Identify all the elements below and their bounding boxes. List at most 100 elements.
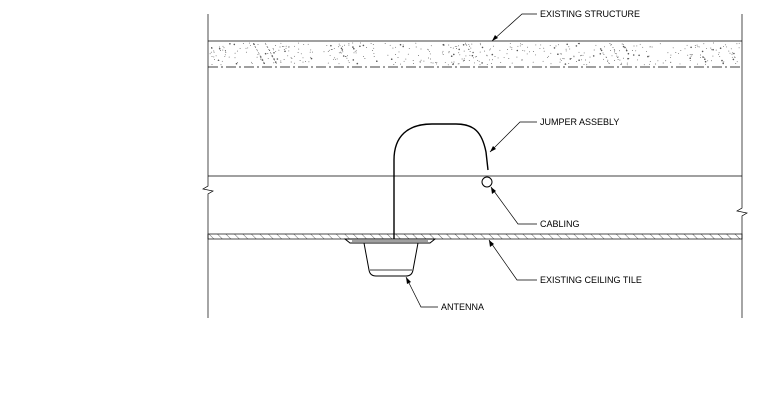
speckle-dot	[299, 60, 301, 61]
speckle-dot	[279, 46, 281, 48]
speckle-dot	[468, 49, 470, 50]
speckle-dot	[547, 56, 549, 58]
speckle-dot	[508, 58, 510, 59]
speckle-dot	[559, 58, 561, 60]
speckle-dot	[366, 47, 368, 48]
speckle-dot	[469, 51, 471, 52]
speckle-dot	[272, 48, 274, 50]
right-boundary-line	[736, 14, 748, 318]
speckle-dot	[370, 43, 372, 45]
speckle-dot	[347, 60, 349, 62]
speckle-dot	[213, 56, 215, 58]
speckle-dot	[667, 52, 669, 54]
speckle-dot	[412, 60, 414, 61]
speckle-dot	[602, 52, 604, 54]
speckle-dot	[257, 53, 259, 55]
speckle-dot	[239, 48, 241, 50]
speckle-dot	[606, 56, 608, 58]
speckle-dot	[473, 57, 475, 59]
speckle-dot	[731, 52, 733, 54]
speckle-dot	[355, 50, 357, 52]
speckle-dot	[442, 54, 444, 55]
speckle-dot	[577, 43, 579, 45]
speckle-dot	[326, 45, 328, 47]
speckle-dot	[517, 45, 519, 47]
speckle-dot	[294, 45, 296, 47]
speckle-dot	[275, 62, 277, 64]
speckle-dot	[210, 51, 212, 53]
speckle-dot	[271, 55, 274, 57]
speckle-dot	[287, 46, 289, 48]
speckle-dot	[215, 55, 217, 57]
speckle-dot	[532, 61, 534, 63]
speckle-dot	[395, 54, 396, 55]
speckle-dot	[340, 52, 342, 54]
speckle-dot	[293, 62, 295, 64]
speckle-dot	[293, 55, 295, 57]
speckle-dot	[649, 63, 650, 65]
speckle-dot	[398, 51, 400, 53]
speckle-dot	[399, 43, 402, 46]
speckle-dot	[703, 57, 705, 59]
speckle-dot	[535, 44, 537, 46]
speckle-dot	[331, 49, 333, 50]
speckle-dot	[610, 50, 612, 52]
speckle-dot	[471, 54, 474, 57]
speckle-dot	[428, 49, 430, 51]
speckle-dot	[722, 45, 724, 47]
speckle-dot	[649, 46, 651, 48]
speckle-dot	[429, 50, 430, 52]
speckle-dot	[476, 56, 478, 58]
existing-structure-label: EXISTING STRUCTURE	[540, 9, 640, 19]
speckle-dot	[468, 60, 470, 61]
speckle-dot	[327, 62, 329, 64]
speckle-dot	[607, 60, 609, 62]
speckle-dot	[332, 58, 334, 60]
speckle-dot	[543, 47, 545, 49]
speckle-dot	[330, 44, 332, 47]
speckle-dot	[356, 62, 359, 65]
speckle-dot	[395, 46, 397, 48]
speckle-dot	[429, 53, 431, 55]
speckle-dot	[275, 51, 277, 53]
speckle-dot	[300, 53, 302, 55]
speckle-dot	[494, 56, 496, 57]
speckle-dot	[285, 45, 287, 47]
existing-structure-slab	[208, 40, 742, 68]
speckle-dot	[344, 44, 346, 46]
speckle-dot	[617, 56, 619, 58]
speckle-dot	[273, 52, 275, 54]
speckle-dot	[549, 44, 551, 46]
speckle-dot	[700, 56, 702, 58]
speckle-dot	[637, 59, 639, 61]
speckle-dot	[620, 63, 622, 65]
speckle-dot	[458, 48, 461, 51]
speckle-dot	[489, 49, 491, 51]
speckle-dot	[702, 56, 704, 58]
speckle-dot	[621, 62, 623, 64]
speckle-dot	[719, 47, 722, 49]
speckle-dot	[256, 49, 258, 51]
speckle-dot	[288, 46, 290, 48]
speckle-dot	[535, 54, 537, 56]
speckle-dot	[718, 53, 719, 55]
speckle-dot	[340, 47, 343, 50]
speckle-dot	[626, 64, 628, 66]
speckle-dot	[611, 55, 613, 57]
speckle-dot	[418, 55, 419, 56]
speckle-dot	[463, 58, 465, 60]
speckle-dot	[686, 44, 688, 46]
speckle-dot	[689, 54, 691, 56]
speckle-dot	[285, 47, 287, 49]
speckle-dot	[405, 58, 407, 60]
speckle-dot	[258, 52, 259, 54]
speckle-dot	[599, 48, 602, 50]
speckle-dot	[420, 48, 422, 50]
jumper-cable	[393, 123, 489, 241]
speckle-dot	[492, 45, 494, 47]
speckle-dot	[636, 45, 638, 47]
speckle-dot	[638, 54, 640, 57]
speckle-dot	[704, 60, 707, 63]
speckle-dot	[430, 45, 432, 47]
speckle-dot	[599, 53, 602, 55]
